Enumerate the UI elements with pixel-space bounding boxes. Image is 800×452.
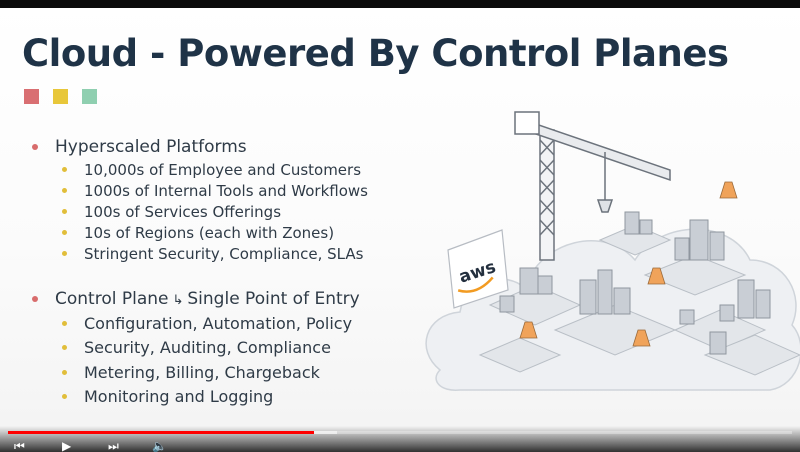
bullet-text: Hyperscaled Platforms xyxy=(55,137,247,157)
title-accent-squares xyxy=(24,89,97,104)
single-point-label: Single Point of Entry xyxy=(187,289,360,309)
aws-logo-icon: aws xyxy=(447,229,509,309)
accent-square-red xyxy=(24,89,39,104)
crane-icon xyxy=(514,111,671,261)
video-progress-bar[interactable] xyxy=(8,431,792,434)
building-icon xyxy=(499,211,771,355)
cloud-illustration: aws xyxy=(425,111,800,391)
next-icon[interactable]: ⏭ xyxy=(108,439,119,452)
curved-arrow-icon: ↳ xyxy=(172,293,184,308)
bullet-dot xyxy=(32,144,38,150)
previous-icon[interactable]: ⏮ xyxy=(14,439,25,452)
accent-square-yellow xyxy=(53,89,68,104)
traffic-cone-icon xyxy=(519,181,738,347)
played-bar xyxy=(8,431,314,434)
play-icon[interactable]: ▶ xyxy=(62,439,72,452)
slide-title: Cloud - Powered By Control Planes xyxy=(22,32,729,75)
control-plane-label: Control Plane xyxy=(55,289,169,309)
video-player-controls: ⏮ ▶ ⏭ 🔈 xyxy=(0,426,800,452)
accent-square-green xyxy=(82,89,97,104)
bullet-dot xyxy=(32,296,38,302)
volume-icon[interactable]: 🔈 xyxy=(152,439,167,452)
